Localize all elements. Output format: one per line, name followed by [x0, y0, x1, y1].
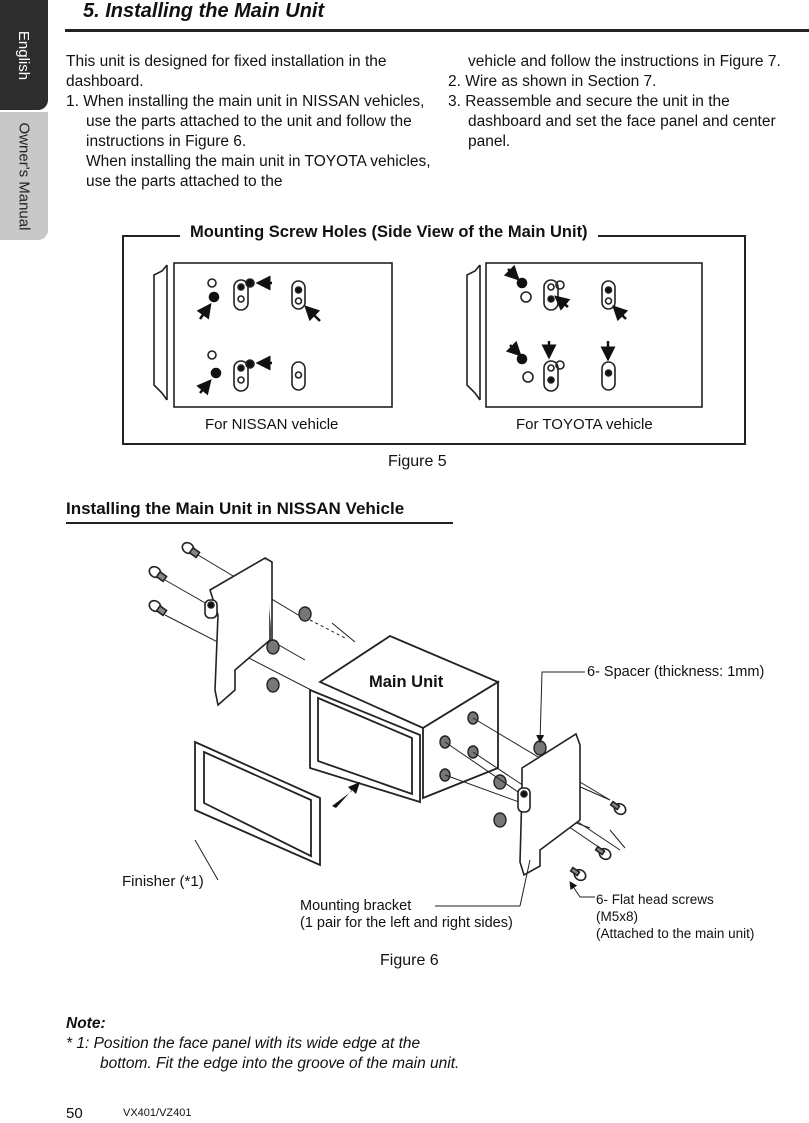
step-1-toyota-cont: vehicle and follow the instructions in F… — [468, 53, 781, 70]
figure-5-title: Mounting Screw Holes (Side View of the M… — [180, 223, 598, 242]
right-spacers — [439, 711, 547, 828]
intro-column-left: This unit is designed for fixed installa… — [66, 52, 436, 192]
toyota-side-view — [466, 262, 703, 408]
bracket-label-line1: Mounting bracket — [300, 898, 412, 914]
step-1-toyota: When installing the main unit in TOYOTA … — [86, 153, 431, 190]
tab-owners-manual[interactable]: Owner's Manual — [0, 112, 48, 240]
screws-label: 6- Flat head screws (M5x8) (Attached to … — [596, 891, 754, 942]
nissan-side-view — [153, 262, 393, 408]
section-rule — [65, 29, 809, 32]
bracket-label: Mounting bracket (1 pair for the left an… — [300, 898, 513, 932]
model-number: VX401/VZ401 — [123, 1107, 192, 1119]
step-2: 2. Wire as shown in Section 7. — [448, 73, 657, 90]
right-screws — [569, 800, 627, 882]
insert-arrow — [332, 782, 360, 808]
bracket-label-line2: (1 pair for the left and right sides) — [300, 915, 513, 931]
nissan-section-title: Installing the Main Unit in NISSAN Vehic… — [66, 499, 405, 518]
screws-label-line1: 6- Flat head screws — [596, 892, 714, 907]
page-number: 50 — [66, 1105, 83, 1122]
note-block: Note: * 1: Position the face panel with … — [66, 1014, 459, 1074]
spacer-label: 6- Spacer (thickness: 1mm) — [587, 664, 765, 680]
caption-nissan: For NISSAN vehicle — [205, 416, 339, 433]
section-title: 5. Installing the Main Unit — [83, 0, 325, 22]
note-line-1: * 1: Position the face panel with its wi… — [66, 1035, 421, 1052]
toyota-arrows — [503, 264, 629, 362]
screws-label-line2: (M5x8) — [596, 909, 639, 924]
note-line-2: bottom. Fit the edge into the groove of … — [100, 1055, 460, 1072]
figure-5-label: Figure 5 — [388, 453, 447, 470]
nissan-section-rule — [66, 522, 453, 524]
screws-label-line3: (Attached to the main unit) — [596, 926, 755, 941]
intro-column-right: vehicle and follow the instructions in F… — [448, 52, 803, 152]
tab-owners-manual-label: Owner's Manual — [15, 122, 33, 230]
step-3: 3. Reassemble and secure the unit in the… — [448, 93, 776, 150]
tab-english[interactable]: English — [0, 0, 48, 110]
main-unit-label: Main Unit — [369, 673, 444, 691]
intro-paragraph: This unit is designed for fixed installa… — [66, 53, 387, 90]
left-screws — [148, 541, 201, 617]
finisher-frame — [194, 740, 321, 867]
step-1-nissan: 1. When installing the main unit in NISS… — [66, 93, 425, 150]
right-bracket — [517, 732, 581, 877]
caption-toyota: For TOYOTA vehicle — [516, 416, 653, 433]
figure-6-label: Figure 6 — [380, 952, 439, 969]
note-heading: Note: — [66, 1015, 106, 1032]
left-spacers — [266, 606, 312, 693]
left-bracket — [204, 556, 273, 707]
callout-lines — [194, 671, 595, 907]
main-unit-body — [309, 634, 500, 804]
finisher-label: Finisher (*1) — [122, 873, 204, 890]
figure-6-diagram — [148, 541, 627, 907]
tab-english-label: English — [15, 30, 33, 80]
nissan-arrows — [196, 275, 321, 396]
figure-5-diagram — [153, 262, 703, 408]
